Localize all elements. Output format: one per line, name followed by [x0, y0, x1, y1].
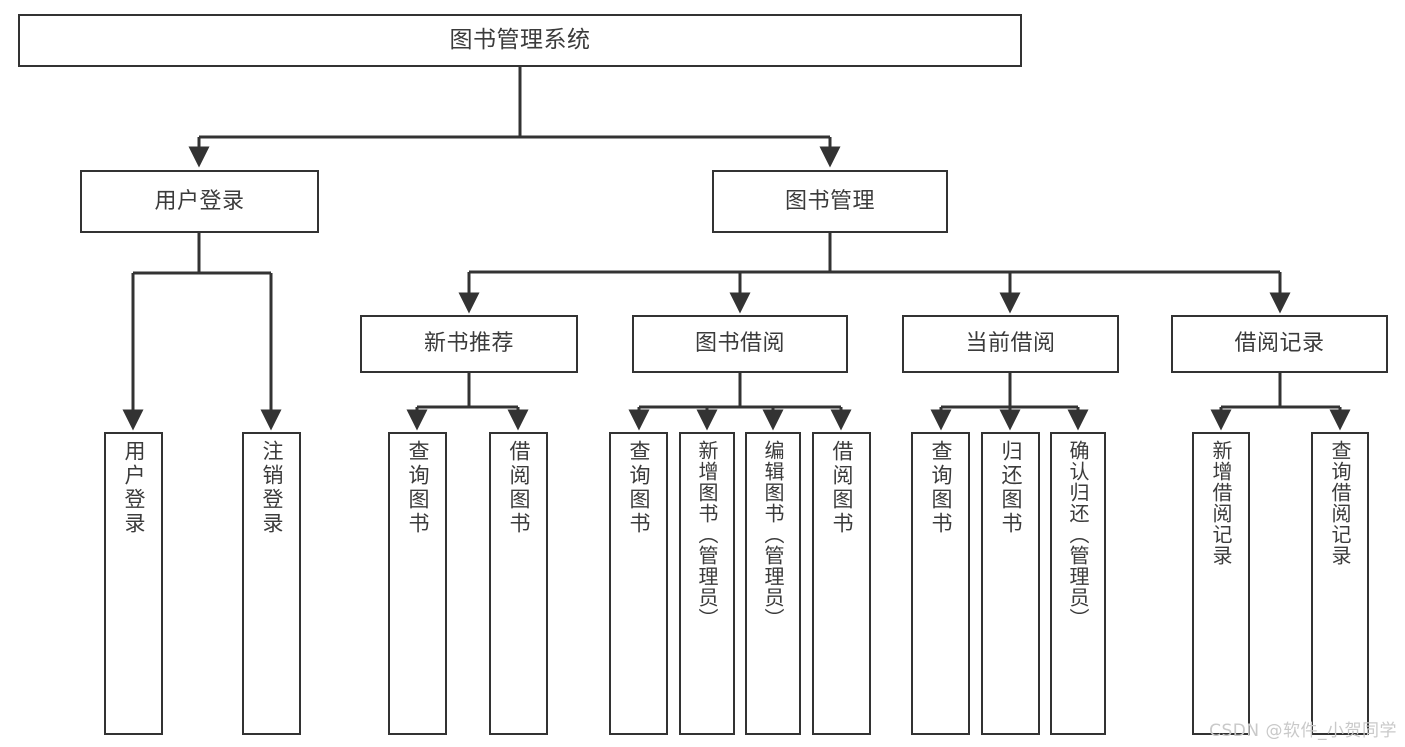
node-root-label: 图书管理系统	[449, 26, 591, 53]
node-leaf-borrow-book-1[interactable]: 借阅图书	[489, 432, 548, 735]
node-leaf-query-book-1[interactable]: 查询图书	[388, 432, 447, 735]
node-current-borrow-label: 当前借阅	[965, 331, 1056, 357]
node-leaf-user-login[interactable]: 用户登录	[104, 432, 163, 735]
node-leaf-query-book-2[interactable]: 查询图书	[609, 432, 668, 735]
node-leaf-logout-login-label: 注销登录	[260, 440, 284, 536]
node-leaf-borrow-book-2[interactable]: 借阅图书	[812, 432, 871, 735]
node-leaf-query-book-1-label: 查询图书	[406, 440, 430, 536]
node-leaf-return-book[interactable]: 归还图书	[981, 432, 1040, 735]
node-book-management-label: 图书管理	[784, 188, 875, 214]
node-new-book-recommend[interactable]: 新书推荐	[360, 315, 578, 373]
node-leaf-query-book-3-label: 查询图书	[929, 440, 953, 536]
node-leaf-user-login-label: 用户登录	[122, 440, 146, 536]
node-leaf-add-borrow-record[interactable]: 新增借阅记录	[1192, 432, 1250, 735]
node-leaf-query-borrow-record[interactable]: 查询借阅记录	[1311, 432, 1369, 735]
node-leaf-return-book-label: 归还图书	[999, 440, 1023, 536]
node-leaf-add-borrow-record-label: 新增借阅记录	[1209, 440, 1233, 566]
node-leaf-query-borrow-record-label: 查询借阅记录	[1328, 440, 1352, 566]
node-current-borrow[interactable]: 当前借阅	[902, 315, 1119, 373]
node-leaf-query-book-2-label: 查询图书	[627, 440, 651, 536]
node-book-borrow[interactable]: 图书借阅	[632, 315, 848, 373]
node-leaf-confirm-return-admin-label: 确认归还（管理员）	[1066, 440, 1090, 629]
node-borrow-record-label: 借阅记录	[1234, 331, 1325, 357]
node-new-book-recommend-label: 新书推荐	[423, 331, 514, 357]
node-book-management[interactable]: 图书管理	[712, 170, 948, 233]
node-leaf-edit-book-admin-label: 编辑图书（管理员）	[761, 440, 785, 629]
node-leaf-edit-book-admin[interactable]: 编辑图书（管理员）	[745, 432, 801, 735]
csdn-watermark: CSDN @软件_小贺同学	[1209, 721, 1397, 741]
node-leaf-logout-login[interactable]: 注销登录	[242, 432, 301, 735]
node-root[interactable]: 图书管理系统	[18, 14, 1022, 67]
node-leaf-borrow-book-1-label: 借阅图书	[507, 440, 531, 536]
node-leaf-borrow-book-2-label: 借阅图书	[830, 440, 854, 536]
node-user-login[interactable]: 用户登录	[80, 170, 319, 233]
node-leaf-query-book-3[interactable]: 查询图书	[911, 432, 970, 735]
node-borrow-record[interactable]: 借阅记录	[1171, 315, 1388, 373]
node-book-borrow-label: 图书借阅	[694, 331, 785, 357]
node-leaf-add-book-admin-label: 新增图书（管理员）	[695, 440, 719, 629]
node-leaf-confirm-return-admin[interactable]: 确认归还（管理员）	[1050, 432, 1106, 735]
node-leaf-add-book-admin[interactable]: 新增图书（管理员）	[679, 432, 735, 735]
node-user-login-label: 用户登录	[154, 188, 245, 214]
